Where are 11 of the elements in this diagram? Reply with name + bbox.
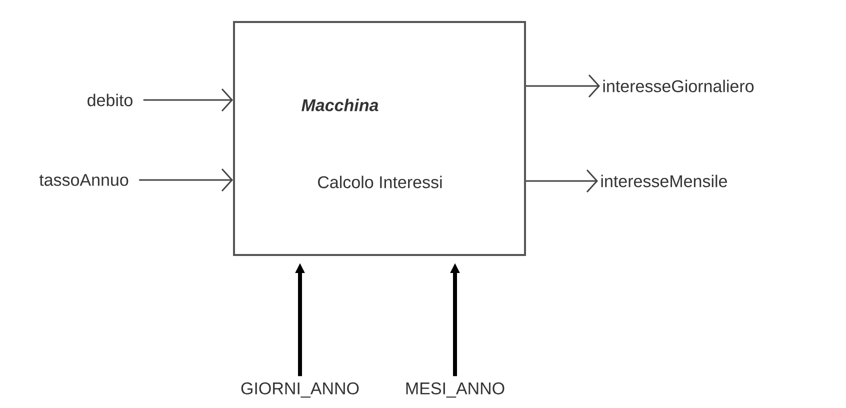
signal-label: tassoAnnuo [39,174,128,186]
arrow [526,74,600,98]
signal-label: interesseGiornaliero [603,80,754,92]
signal-label: GIORNI_ANNO [241,382,359,398]
process-box: Macchina Calcolo Interessi [233,21,526,256]
signal-label: interesseMensile [601,174,727,188]
arrow [526,170,598,192]
signal-label: MESI_ANNO [406,382,504,398]
arrow [143,88,233,112]
signal-label: debito [88,94,132,106]
arrow [139,168,233,192]
